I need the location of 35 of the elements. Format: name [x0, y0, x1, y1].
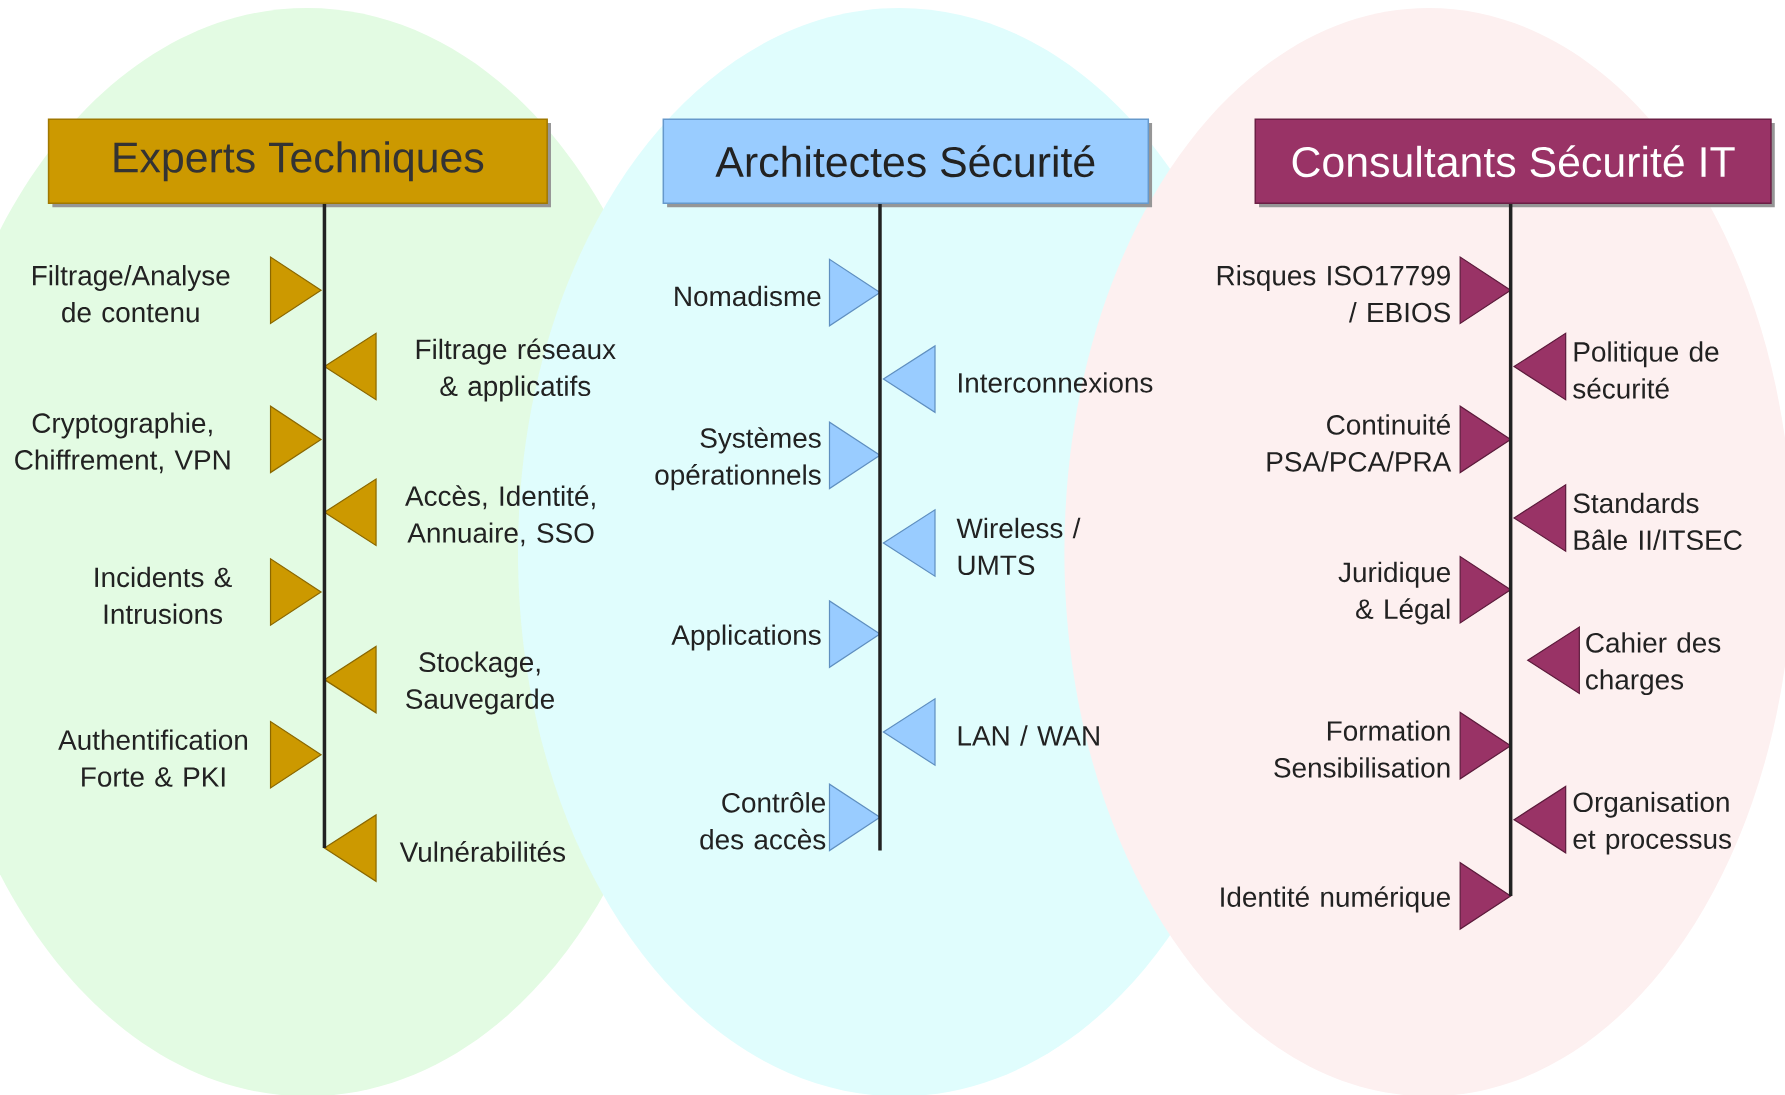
triangle-marker [323, 645, 377, 714]
item-label: Cahier des charges [1586, 632, 1721, 696]
item-label: LAN / WAN [958, 725, 1099, 746]
item-label: Vulnérabilités [399, 841, 566, 862]
spine-line [322, 204, 327, 849]
header-box: Consultants Sécurité IT [1254, 118, 1775, 208]
item-label: Standards Bâle II/ITSEC [1573, 492, 1742, 550]
item-label: Systèmes opérationnels [655, 427, 821, 491]
item-label: Contrôle des accès [700, 792, 826, 850]
item-label: Cryptographie, Chiffrement, VPN [15, 412, 230, 474]
item-label: Interconnexions [959, 372, 1153, 393]
item-label: Organisation et processus [1573, 791, 1731, 855]
header-box: Experts Techniques [47, 118, 551, 208]
triangle-marker [323, 332, 377, 401]
item-label: Authentification Forte & PKI [58, 729, 247, 787]
item-label: Filtrage/Analyse de contenu [33, 265, 230, 323]
item-label: Wireless / UMTS [956, 517, 1081, 576]
header-box: Architectes Sécurité [662, 118, 1153, 208]
item-label: Formation Sensibilisation [1274, 720, 1450, 778]
spine-line [878, 204, 882, 851]
item-label: Applications [671, 624, 821, 651]
item-label: Incidents & Intrusions [95, 566, 232, 624]
item-label: Politique de sécurité [1573, 341, 1719, 399]
item-label: Juridique & Légal [1338, 561, 1450, 625]
item-label: Filtrage réseaux & applicatifs [416, 338, 616, 402]
item-label: Nomadisme [675, 285, 821, 307]
item-label: Identité numérique [1221, 886, 1450, 913]
triangle-marker [1459, 405, 1512, 474]
triangle-marker [1459, 555, 1512, 624]
item-label: Continuité PSA/PCA/PRA [1267, 413, 1452, 472]
item-label: Stockage, Sauvegarde [406, 651, 554, 715]
item-label: Risques ISO17799 / EBIOS [1217, 265, 1450, 323]
triangle-marker [1459, 711, 1512, 780]
spine-line [1508, 204, 1513, 896]
item-label: Accès, Identité, Annuaire, SSO [405, 485, 595, 547]
